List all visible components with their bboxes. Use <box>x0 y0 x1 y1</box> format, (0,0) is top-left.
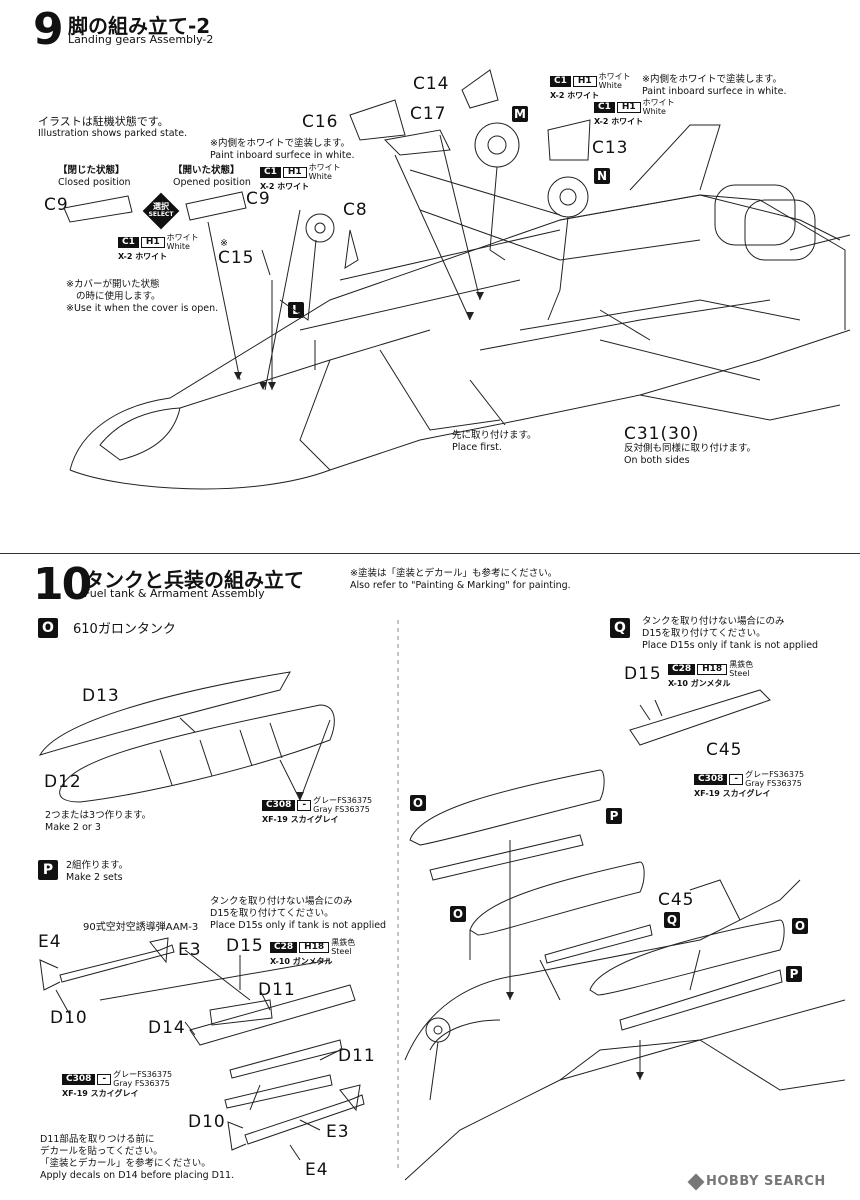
watermark-logo-icon <box>687 1173 705 1190</box>
both-sides-note: 反対側も同様に取り付けます。 On both sides <box>624 443 757 466</box>
step9-title-jp: 脚の組み立て-2 <box>68 14 211 38</box>
place-first-note: 先に取り付けます。 Place first. <box>452 430 537 453</box>
select-badge: 選択 SELECT <box>142 192 180 230</box>
cover-open-note: ※カバーが開いた状態 の時に使用します。 ※Use it when the co… <box>66 279 219 314</box>
part-e3-bottom: E3 <box>326 1122 350 1142</box>
badge-q-section: Q <box>610 618 630 638</box>
part-c14: C14 <box>413 74 450 94</box>
part-c8: C8 <box>343 200 368 220</box>
step10-number: 10 <box>33 559 92 610</box>
part-d11-bottom: D11 <box>338 1046 376 1066</box>
part-d12: D12 <box>44 772 82 792</box>
section-divider <box>0 553 860 554</box>
watermark: HOBBY SEARCH <box>687 1173 826 1190</box>
part-c9-opened: C9 <box>246 189 271 209</box>
part-d11-top: D11 <box>258 980 296 1000</box>
part-d15-p: D15 <box>226 936 264 956</box>
assembly-badge-o3: O <box>792 918 808 934</box>
parked-note: イラストは駐機状態です。 Illustration shows parked s… <box>38 115 188 140</box>
part-c13: C13 <box>592 138 629 158</box>
assembly-badge-o2: O <box>450 906 466 922</box>
aam3-label: 90式空対空誘導弾AAM-3 <box>83 922 199 933</box>
part-d10-top: D10 <box>50 1008 88 1028</box>
badge-n: N <box>594 168 610 184</box>
inboard-note-1: ※内側をホワイトで塗装します。 Paint inboard surfece in… <box>210 138 355 161</box>
assembly-badge-p1: P <box>606 808 622 824</box>
badge-o-section: O <box>38 618 58 638</box>
part-e4-top: E4 <box>38 932 62 952</box>
inboard-note-2: ※内側をホワイトで塗装します。 Paint inboard surfece in… <box>642 74 787 97</box>
part-d13: D13 <box>82 686 120 706</box>
make-2-sets-note: 2組作ります。 Make 2 sets <box>66 860 129 883</box>
part-d10-bottom: D10 <box>188 1112 226 1132</box>
part-c17: C17 <box>410 104 447 124</box>
o-title: 610ガロンタンク <box>73 622 176 637</box>
part-c9-closed: C9 <box>44 195 69 215</box>
part-c16: C16 <box>302 112 339 132</box>
badge-m: M <box>512 106 528 122</box>
part-d14: D14 <box>148 1018 186 1038</box>
part-d15-q: D15 <box>624 664 662 684</box>
part-c45-q: C45 <box>706 740 743 760</box>
closed-position-label: 【閉じた状態】 Closed position <box>58 165 131 188</box>
no-tank-note-p: タンクを取り付けない場合にのみ D15を取り付けてください。 Place D15… <box>210 896 387 931</box>
assembly-badge-p2: P <box>786 966 802 982</box>
part-e4-bottom: E4 <box>305 1160 329 1180</box>
assembly-badge-o1: O <box>410 795 426 811</box>
badge-l: L <box>288 302 304 318</box>
part-c45-assembly: C45 <box>658 890 695 910</box>
step10-title-jp: タンクと兵装の組み立て <box>84 568 304 592</box>
step10-title-en: Fuel tank & Armament Assembly <box>84 587 265 600</box>
part-c31: C31(30) <box>624 424 700 444</box>
decal-note: D11部品を取りつける前に デカールを貼ってください。 「塗装とデカール」を参考… <box>40 1134 235 1181</box>
step9-title-en: Landing gears Assembly-2 <box>68 33 214 46</box>
step10-reference-note: ※塗装は「塗装とデカール」も参考にください。 Also refer to "Pa… <box>350 568 571 591</box>
make-2-or-3-note: 2つまたは3つ作ります。 Make 2 or 3 <box>45 810 152 833</box>
step9-number: 9 <box>33 4 64 55</box>
part-e3-top: E3 <box>178 940 202 960</box>
opened-position-label: 【開いた状態】 Opened position <box>173 165 251 188</box>
no-tank-note-q: タンクを取り付けない場合にのみ D15を取り付けてください。 Place D15… <box>642 616 819 651</box>
part-c15: C15 <box>218 248 255 268</box>
assembly-badge-q: Q <box>664 912 680 928</box>
badge-p-section: P <box>38 860 58 880</box>
